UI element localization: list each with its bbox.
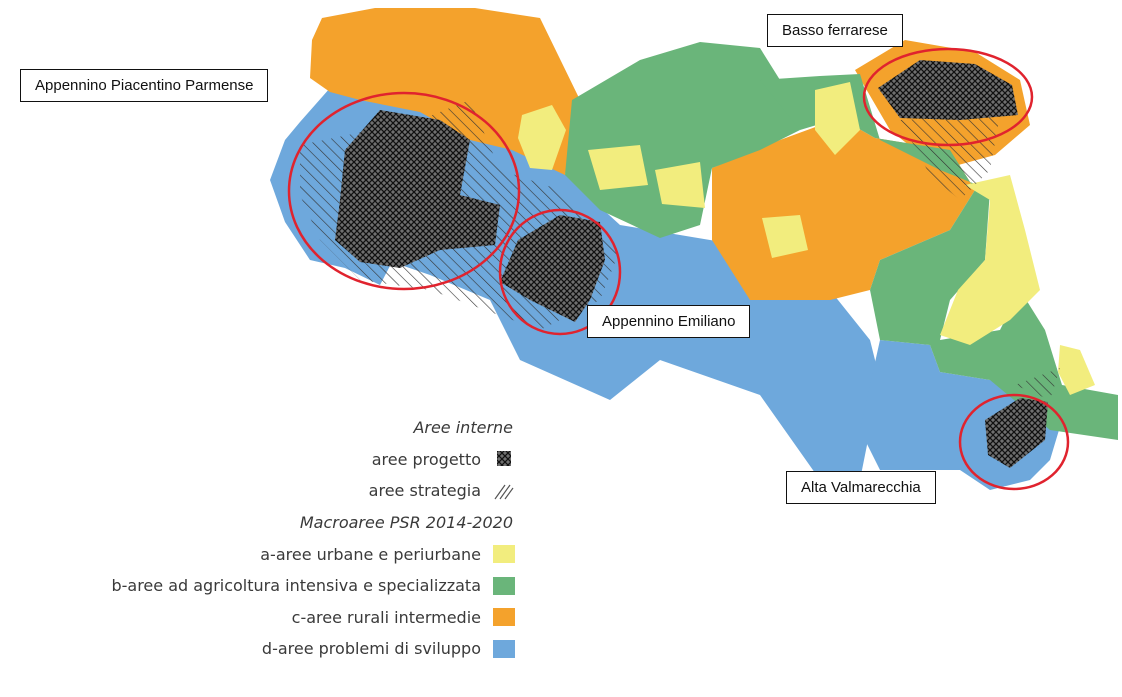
strategy-area-valmarecchia	[1015, 368, 1060, 400]
legend-label-a: a-aree urbane e periurbane	[260, 544, 481, 564]
map-legend: Aree interne aree progetto aree strategi…	[10, 412, 515, 665]
crosshatch-swatch-icon	[497, 451, 511, 467]
legend-row-c: c-aree rurali intermedie	[10, 602, 515, 634]
callout-ferrarese: Basso ferrarese	[767, 14, 903, 47]
swatch-c-rural	[493, 608, 515, 627]
legend-heading-interne-text: Aree interne	[413, 418, 513, 438]
urban-reggio	[588, 145, 648, 190]
legend-label-progetto: aree progetto	[371, 449, 481, 469]
project-area-valmarecchia	[985, 398, 1048, 468]
legend-heading-macro: Macroaree PSR 2014-2020	[10, 507, 515, 539]
legend-row-strategia: aree strategia	[10, 475, 515, 507]
callout-emiliano: Appennino Emiliano	[587, 305, 751, 338]
urban-bologna	[762, 215, 808, 258]
strategy-area-ferrarese	[900, 115, 1000, 200]
legend-label-d: d-aree problemi di sviluppo	[261, 639, 481, 659]
swatch-a-urban	[493, 545, 515, 564]
urban-rimini	[1058, 345, 1095, 395]
diagonal-hatch-swatch-icon	[494, 484, 514, 500]
project-area-piacentino	[335, 110, 500, 268]
urban-ravenna	[940, 175, 1040, 345]
project-area-emiliano	[500, 215, 605, 322]
callout-valmarecchia: Alta Valmarecchia	[786, 471, 936, 504]
legend-row-d: d-aree problemi di sviluppo	[10, 633, 515, 665]
highlight-ellipse-valmarecchia	[958, 393, 1070, 491]
legend-label-strategia: aree strategia	[368, 481, 481, 501]
legend-heading-interne: Aree interne	[10, 412, 515, 444]
project-area-ferrarese	[878, 60, 1018, 120]
legend-row-progetto: aree progetto	[10, 444, 515, 476]
legend-row-b: b-aree ad agricoltura intensiva e specia…	[10, 570, 515, 602]
urban-parma	[518, 105, 566, 170]
highlight-ellipse-emiliano	[498, 208, 622, 336]
macroarea-c-west	[310, 8, 580, 175]
macroarea-b-east	[760, 74, 1118, 440]
legend-row-a: a-aree urbane e periurbane	[10, 538, 515, 570]
highlight-ellipse-ferrarese	[862, 47, 1034, 147]
urban-ferrara	[815, 82, 860, 155]
highlight-ellipse-piacentino	[287, 91, 521, 291]
swatch-b-agricultural	[493, 576, 515, 595]
legend-label-b: b-aree ad agricoltura intensiva e specia…	[111, 576, 481, 596]
swatch-d-problem	[493, 639, 515, 658]
legend-heading-macro-text: Macroaree PSR 2014-2020	[299, 513, 513, 533]
macroarea-b-center	[565, 42, 800, 238]
legend-label-c: c-aree rurali intermedie	[291, 607, 481, 627]
callout-piacentino: Appennino Piacentino Parmense	[20, 69, 269, 102]
urban-modena	[655, 162, 705, 208]
